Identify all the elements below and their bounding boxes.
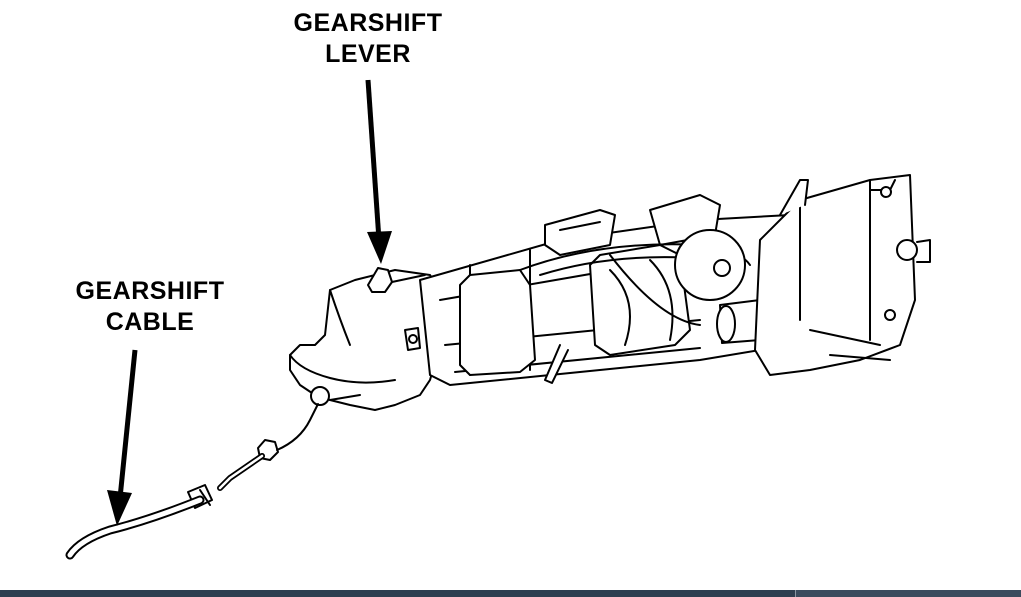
cable-attach-hole <box>310 386 330 406</box>
top-bracket-1 <box>544 209 616 256</box>
column-collar-2 <box>589 244 691 356</box>
column-collar-1 <box>459 269 536 376</box>
lever-arrow-shaft <box>365 79 382 241</box>
lever-arrow-head <box>367 231 392 264</box>
gearshift-lever-label-line-2: LEVER <box>325 40 411 68</box>
gearshift-cable-label: GEARSHIFT CABLE <box>30 276 270 338</box>
bottom-bar-right-segment <box>795 590 1021 597</box>
cable-arrow-head <box>107 490 132 526</box>
cable-arrow-shaft <box>117 349 138 499</box>
gearshift-lever-pivot <box>367 267 393 293</box>
gearshift-cable-label-line-2: CABLE <box>105 308 195 336</box>
upper-column-housing <box>754 174 916 376</box>
gearshift-lever-label-line-1: GEARSHIFT <box>293 9 443 37</box>
bottom-bar <box>0 590 1021 597</box>
gearshift-lever-label: GEARSHIFT LEVER <box>248 8 488 70</box>
callout-arrows <box>107 79 392 526</box>
gearshift-cable-label-line-1: GEARSHIFT <box>75 277 225 305</box>
